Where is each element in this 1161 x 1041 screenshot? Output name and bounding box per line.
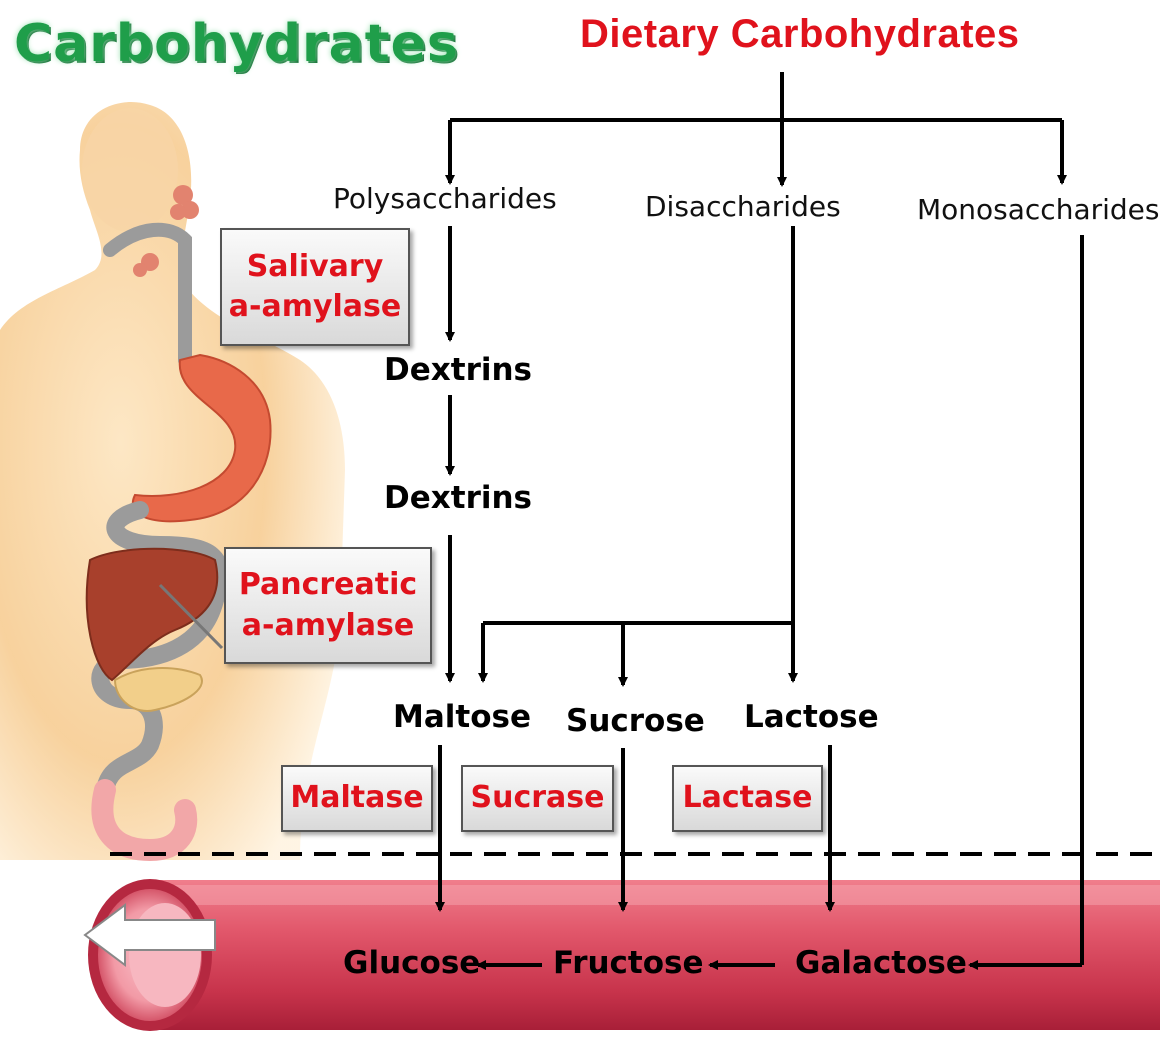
fructose-label: Fructose xyxy=(553,948,704,979)
dietary-carbohydrates-heading: Dietary Carbohydrates xyxy=(580,14,1020,54)
salivary-amylase-box: Salivary a-amylase xyxy=(220,228,410,346)
pancreatic-amylase-box: Pancreatic a-amylase xyxy=(224,547,432,664)
sucrase-box: Sucrase xyxy=(461,765,614,832)
glucose-label: Glucose xyxy=(343,948,480,979)
maltose-label: Maltose xyxy=(393,702,531,733)
maltase-box: Maltase xyxy=(281,765,433,832)
sucrase-label: Sucrase xyxy=(471,778,605,819)
maltase-label: Maltase xyxy=(290,778,423,819)
disaccharides-label: Disaccharides xyxy=(645,193,841,221)
sucrose-label: Sucrose xyxy=(566,706,705,737)
salivary-amylase-line1: Salivary xyxy=(247,247,384,288)
lactase-box: Lactase xyxy=(672,765,823,832)
polysaccharides-label: Polysaccharides xyxy=(333,185,557,213)
human-body-illustration xyxy=(0,102,345,860)
page-title: Carbohydrates xyxy=(14,18,459,70)
salivary-amylase-line2: a-amylase xyxy=(229,287,402,328)
pancreatic-amylase-line2: a-amylase xyxy=(242,606,415,647)
lactose-label: Lactose xyxy=(744,702,879,733)
dextrins-label-2: Dextrins xyxy=(384,483,532,514)
lactase-label: Lactase xyxy=(683,778,813,819)
dextrins-label-1: Dextrins xyxy=(384,355,532,386)
monosaccharides-label: Monosaccharides xyxy=(917,196,1159,224)
galactose-label: Galactose xyxy=(795,948,967,979)
pancreatic-amylase-line1: Pancreatic xyxy=(239,565,417,606)
